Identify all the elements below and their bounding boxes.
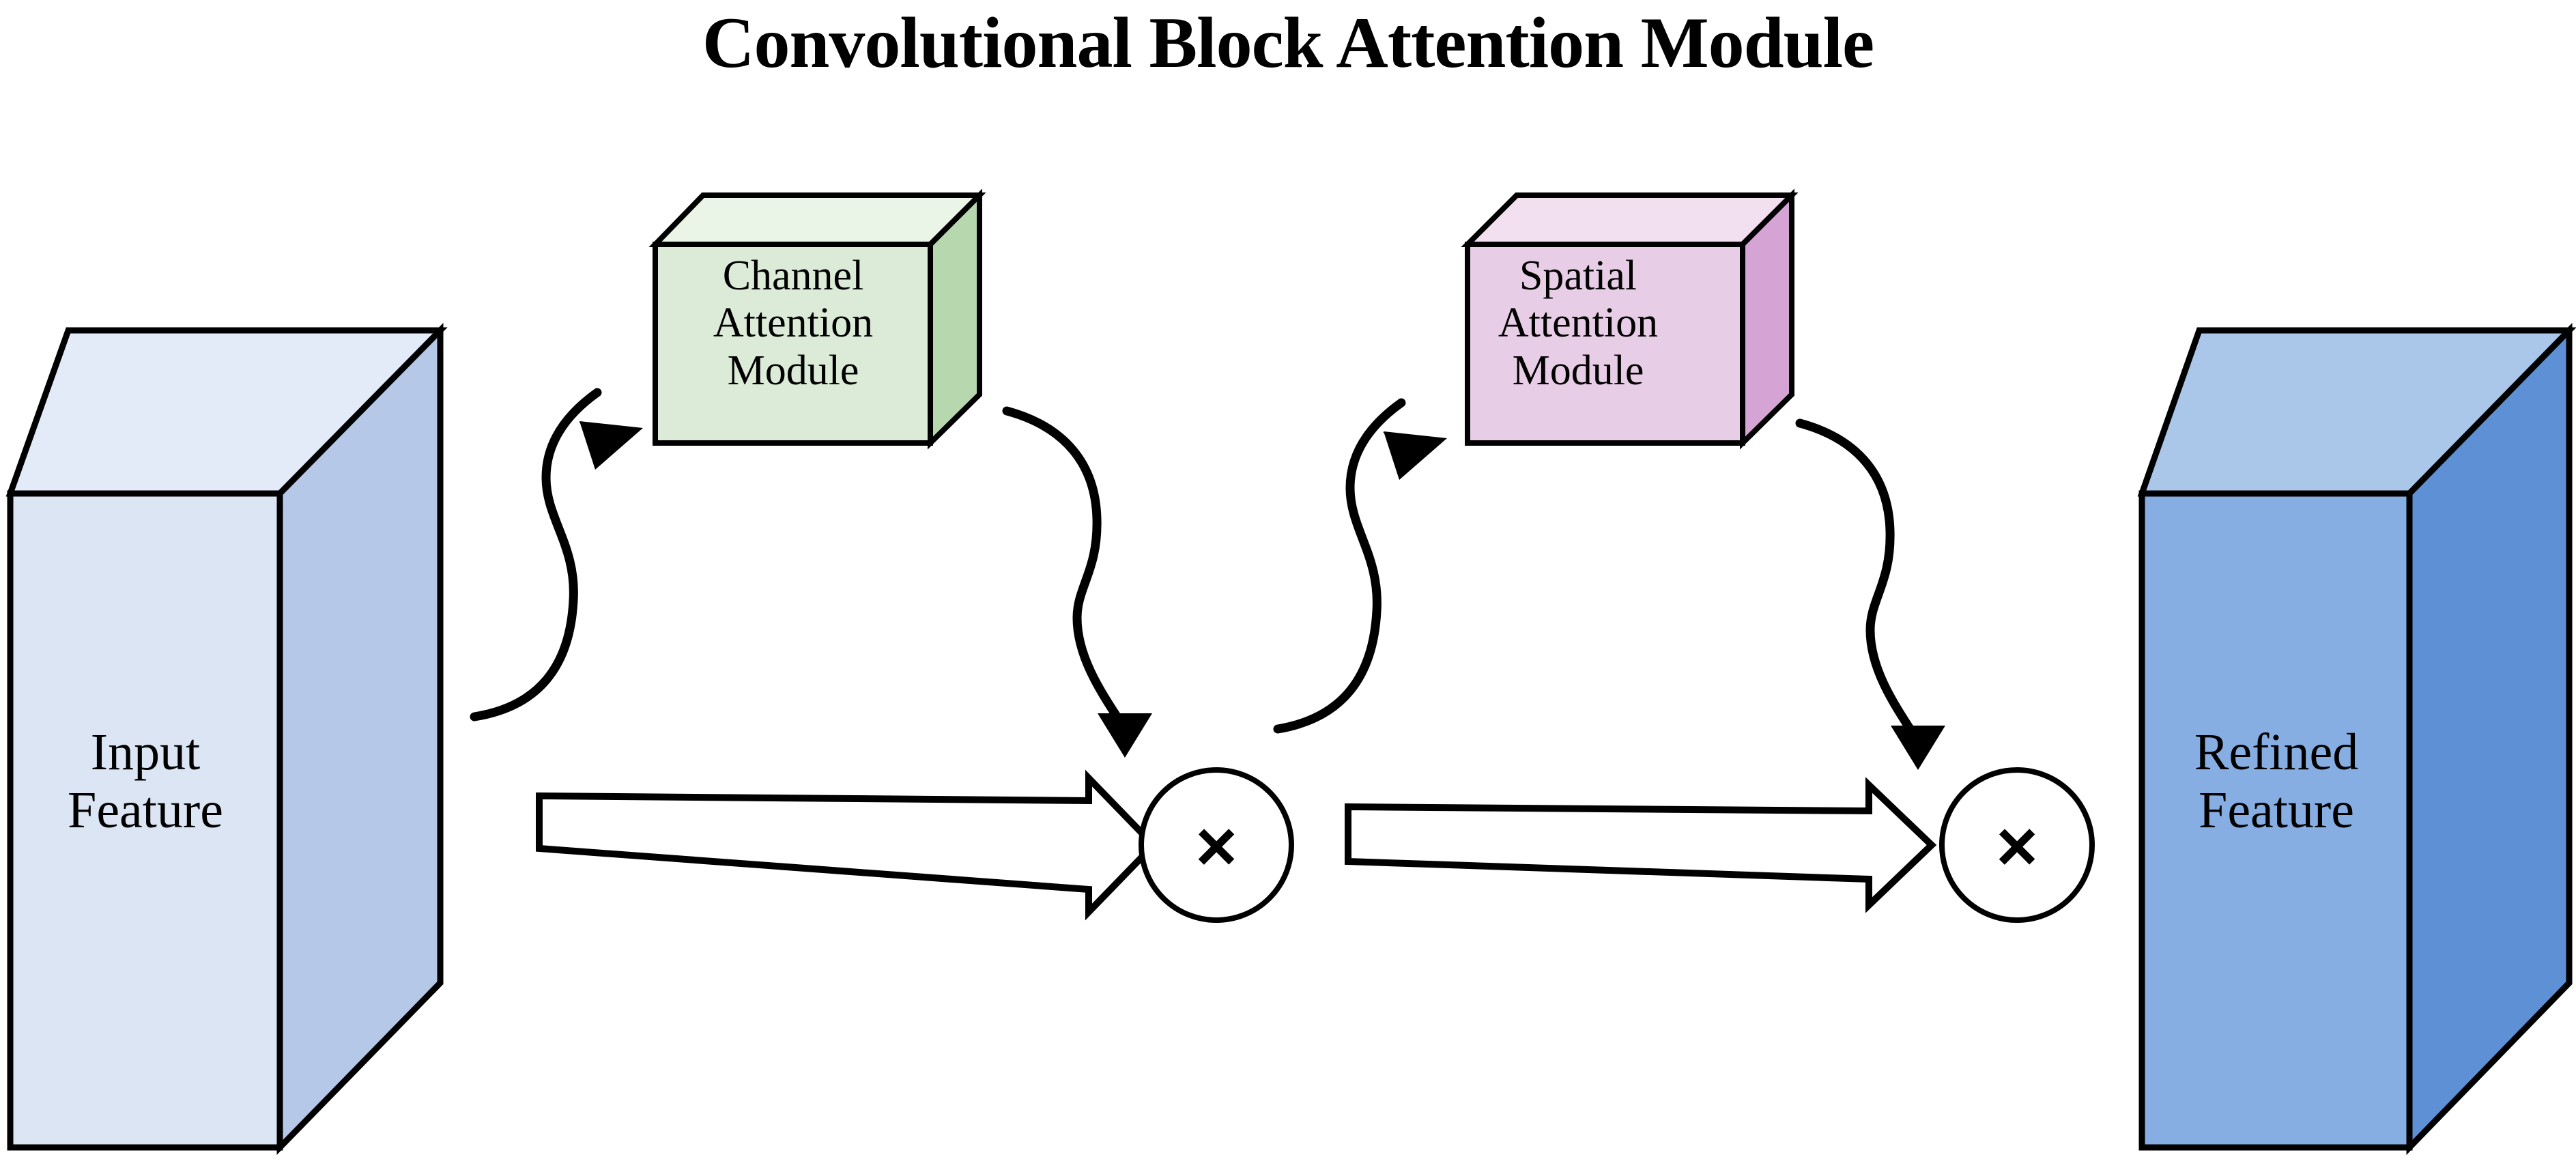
spatial-module-front-face [1465, 242, 1745, 446]
connector-multiply-1-to-spatial [1273, 398, 1447, 734]
multiply-operator-2[interactable]: × [1939, 767, 2095, 923]
refined-feature-front-face [2138, 490, 2413, 1151]
spatial-module-top-face [1461, 192, 1799, 247]
multiply-operator-1[interactable]: × [1139, 767, 1294, 923]
connector-spatial-to-multiply-2 [1795, 418, 1945, 770]
channel-attention-module-block[interactable] [648, 188, 986, 450]
refined-feature-block [2137, 322, 2576, 1156]
page-title: Convolutional Block Attention Module [702, 3, 1874, 83]
spatial-attention-module-block[interactable] [1461, 188, 1799, 450]
multiply-symbol-1: × [1195, 807, 1237, 887]
connector-channel-to-multiply-1 [1002, 406, 1152, 758]
feature-flow-arrow-2 [1345, 777, 1937, 913]
input-feature-block [5, 323, 448, 1156]
channel-module-front-face [653, 242, 933, 446]
connector-input-to-channel [470, 388, 643, 721]
channel-module-top-face [648, 192, 986, 247]
feature-flow-arrow-1 [536, 769, 1158, 921]
multiply-symbol-2: × [1996, 807, 2037, 887]
input-feature-front-face [7, 490, 283, 1151]
